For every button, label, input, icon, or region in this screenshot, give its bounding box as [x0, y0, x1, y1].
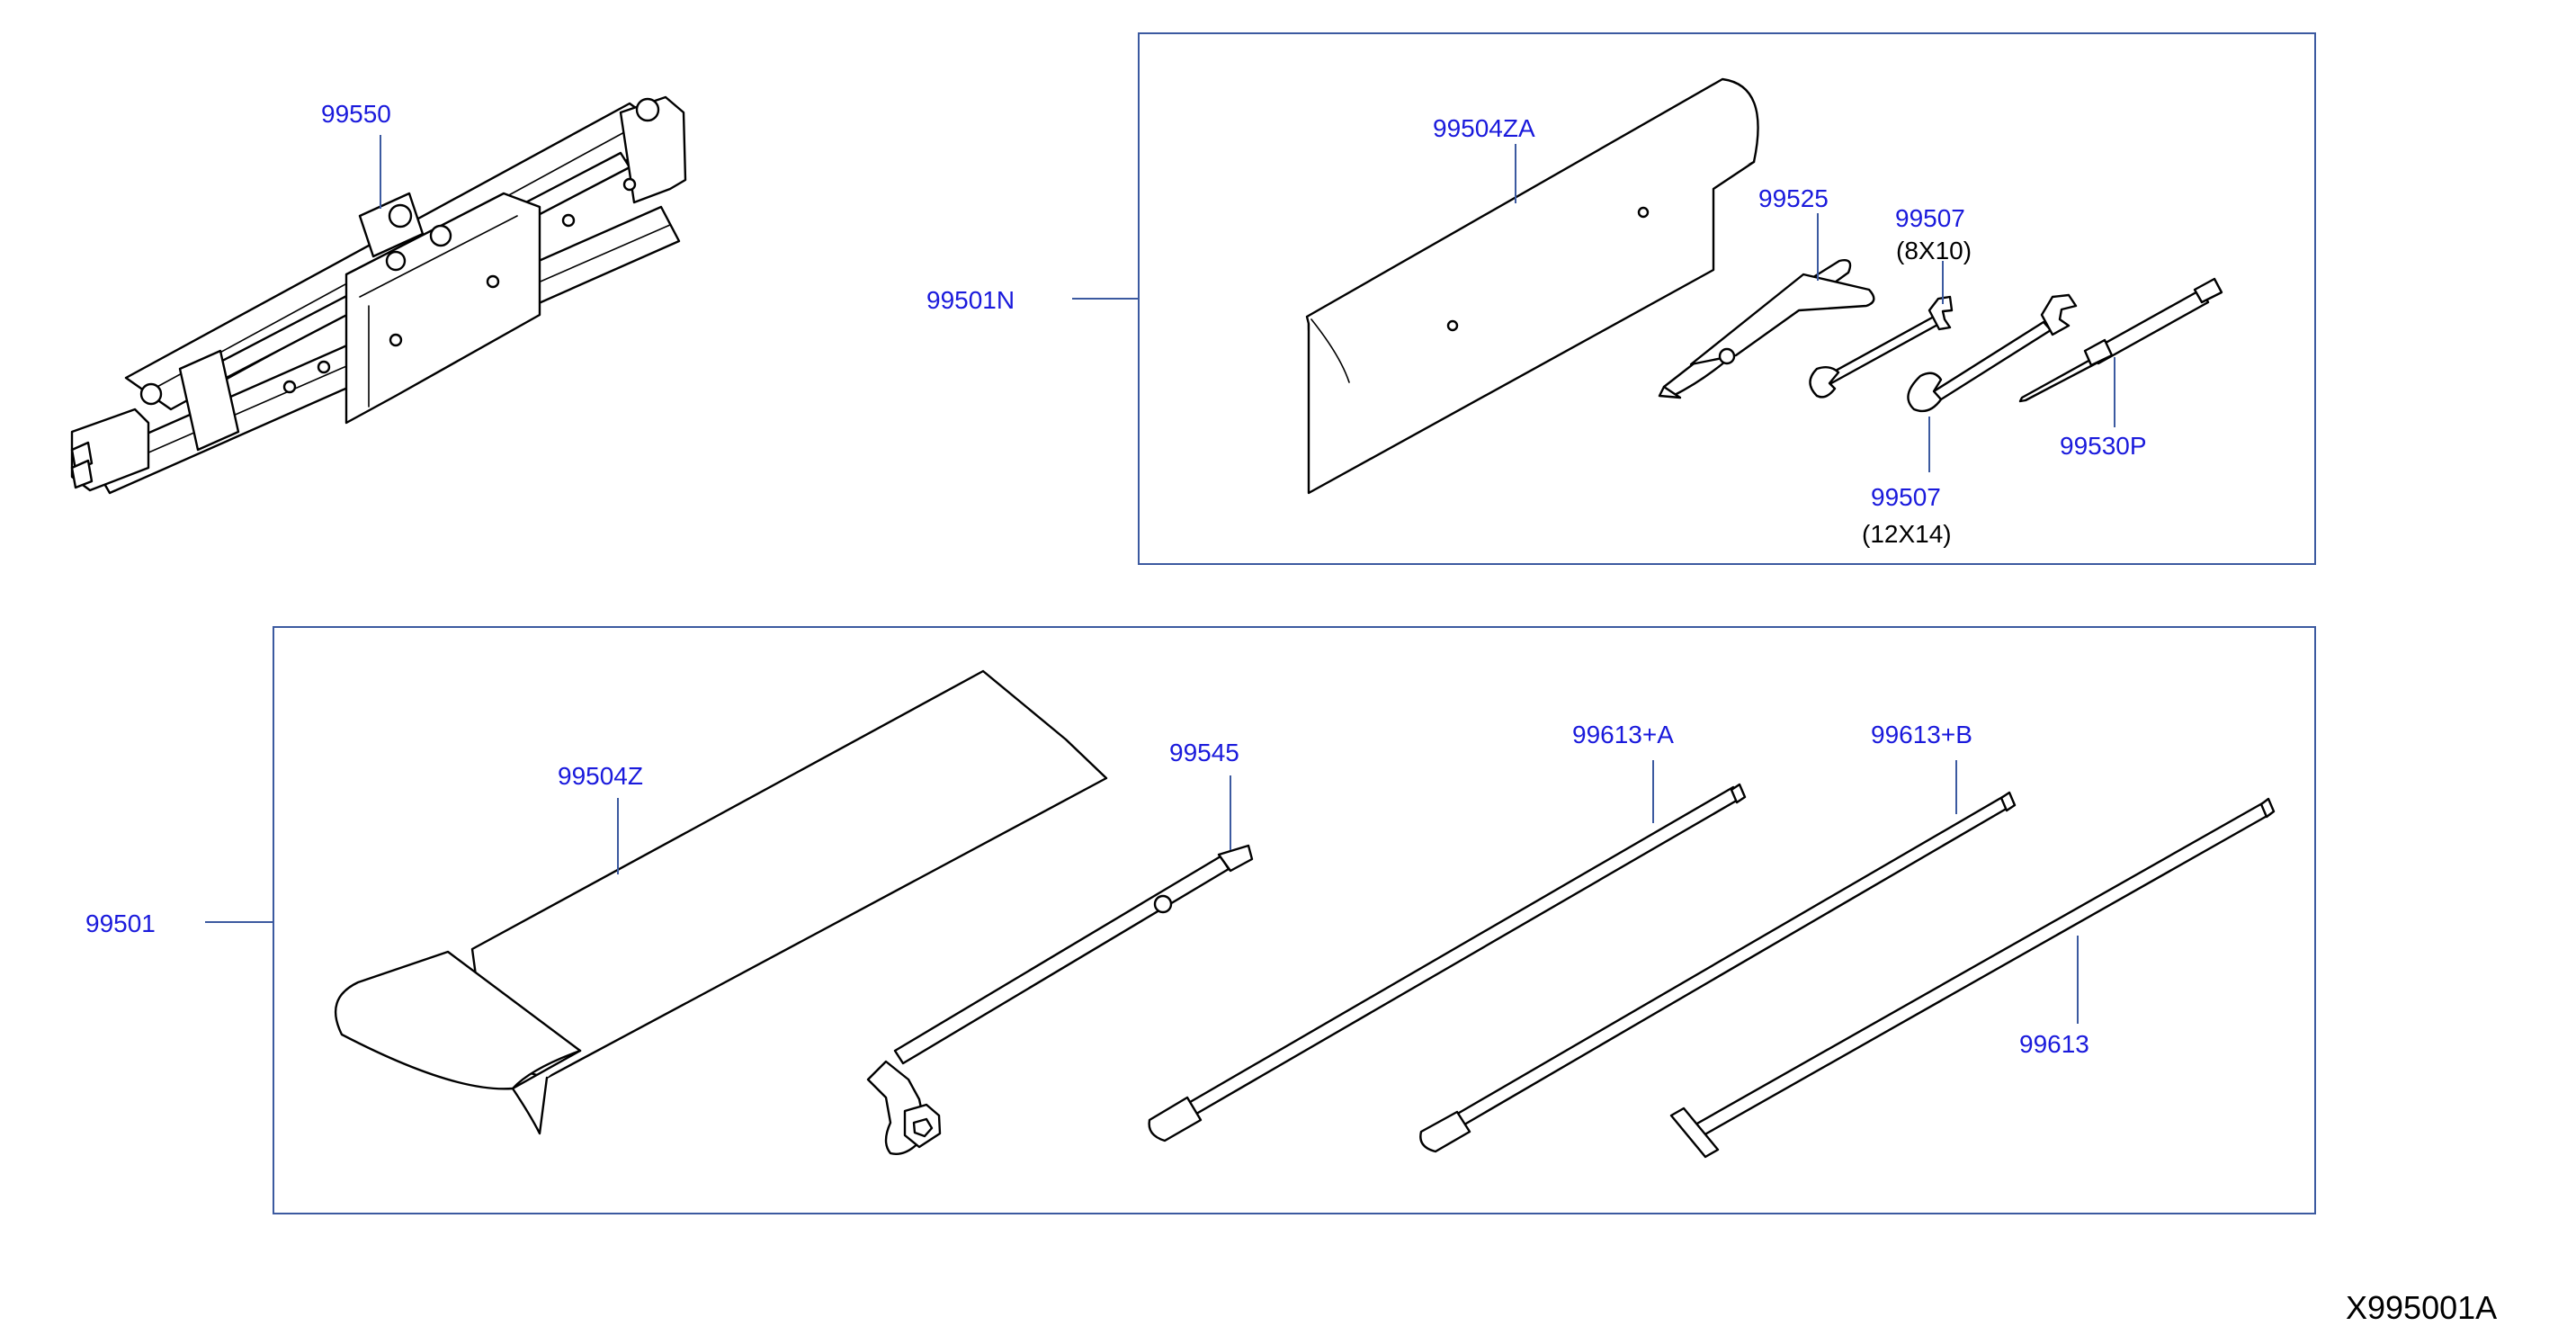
label-wrench-large: 99507	[1871, 483, 1941, 511]
label-screwdriver: 99530P	[2060, 432, 2147, 460]
label-lug-wrench: 99545	[1169, 739, 1239, 766]
label-wrench-large-size: (12X14)	[1862, 520, 1952, 548]
scissor-jack-illustration	[70, 95, 687, 495]
label-bag-z: 99504Z	[558, 762, 643, 790]
lug-wrench-illustration	[866, 844, 1254, 1155]
label-kit: 99501	[85, 909, 156, 937]
pliers-illustration	[1658, 259, 1875, 399]
label-rod-b: 99613+B	[1871, 721, 1972, 748]
extension-rod-illustration	[1669, 797, 2276, 1159]
tool-bag-za-illustration	[1305, 77, 1759, 495]
label-kit-n: 99501N	[926, 286, 1015, 314]
extension-rod-b-illustration	[1419, 791, 2017, 1153]
label-pliers: 99525	[1758, 184, 1829, 212]
kit-group-box	[273, 626, 2316, 1214]
label-rod-a: 99613+A	[1572, 721, 1674, 748]
label-wrench-small: 99507	[1895, 204, 1965, 232]
label-rod: 99613	[2019, 1030, 2089, 1058]
screwdriver-illustration	[2018, 277, 2223, 403]
label-jack: 99550	[321, 100, 391, 128]
extension-rod-a-illustration	[1148, 783, 1747, 1142]
tool-bag-z-illustration	[334, 669, 1108, 1135]
wrench-large-illustration	[1907, 293, 2078, 413]
figure-id: X995001A	[2346, 1289, 2497, 1326]
label-bag-za: 99504ZA	[1433, 114, 1535, 142]
label-wrench-small-size: (8X10)	[1896, 237, 1972, 264]
